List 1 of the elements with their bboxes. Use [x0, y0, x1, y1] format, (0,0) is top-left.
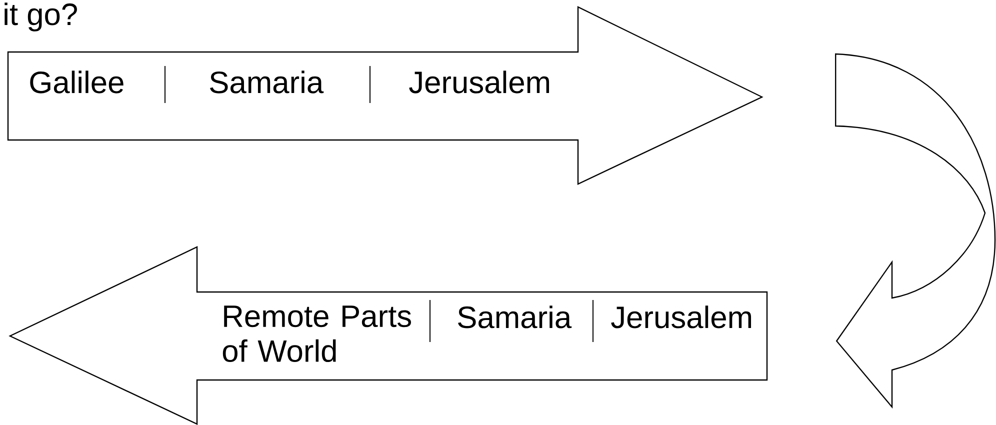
curved-arrow — [835, 53, 996, 408]
